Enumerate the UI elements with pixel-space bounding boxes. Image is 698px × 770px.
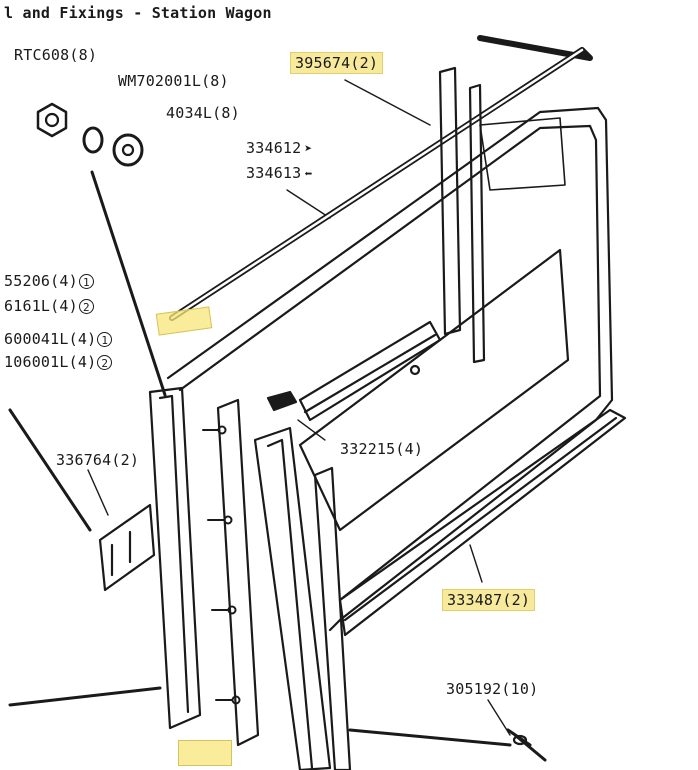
fixing-line-left-2: [8, 408, 92, 532]
label-6161l-text: 6161L(4): [4, 297, 78, 315]
label-4034l: 4034L(8): [166, 104, 240, 122]
label-106001l: 106001L(4)2: [4, 353, 113, 371]
front-pillar-a: [148, 386, 202, 730]
front-pillar-b: [216, 398, 260, 747]
leader-line-336764: [87, 469, 109, 516]
label-wm702001l: WM702001L(8): [118, 72, 229, 90]
label-600041l-text: 600041L(4): [4, 330, 97, 348]
diagram-title: l and Fixings - Station Wagon: [4, 4, 272, 22]
rear-post: [438, 66, 462, 336]
circle-one-icon: 1: [78, 274, 94, 289]
plain-washer-shape: [112, 133, 144, 167]
label-334613-text: 334613: [246, 164, 302, 182]
front-pillar-d: [313, 466, 352, 770]
fixing-line-left: [90, 170, 167, 397]
leader-line-334612: [286, 189, 331, 219]
front-pillar-c: [253, 426, 332, 770]
frame-inner: [178, 124, 602, 602]
highlight-mark-bottom: [178, 740, 232, 766]
bottom-seal: [338, 408, 627, 637]
nut-shape: [36, 102, 68, 138]
bracket-336764: [98, 503, 156, 592]
frame-outer: [166, 106, 614, 632]
label-334612: 334612➤: [246, 139, 312, 159]
inner-channel: [298, 320, 442, 422]
circle-two-icon: 2: [78, 299, 94, 314]
arrow-right-icon: ➤: [304, 142, 313, 157]
leader-line-395674: [344, 79, 431, 126]
label-55206: 55206(4)1: [4, 272, 94, 290]
label-305192: 305192(10): [446, 680, 539, 698]
label-332215: 332215(4): [340, 440, 424, 458]
circle-one-icon: 1: [97, 332, 113, 347]
label-rtc608: RTC608(8): [14, 46, 98, 64]
spring-washer-shape: [82, 126, 104, 154]
label-334612-text: 334612: [246, 139, 302, 157]
leader-line-332215: [297, 419, 326, 441]
label-106001l-text: 106001L(4): [4, 353, 97, 371]
arrow-left-icon: ⬅: [304, 167, 313, 182]
label-334613: 334613⬅: [246, 164, 312, 184]
label-333487: 333487(2): [442, 589, 536, 611]
leader-line-305192: [487, 699, 511, 736]
fastener-305192: [506, 728, 547, 762]
leader-line-333487: [469, 544, 483, 583]
label-336764: 336764(2): [56, 451, 140, 469]
clip-332215: [266, 390, 298, 412]
label-600041l: 600041L(4)1: [4, 330, 113, 348]
circle-two-icon: 2: [97, 355, 113, 370]
label-55206-text: 55206(4): [4, 272, 78, 290]
label-6161l: 6161L(4)2: [4, 297, 94, 315]
label-395674: 395674(2): [290, 52, 384, 74]
